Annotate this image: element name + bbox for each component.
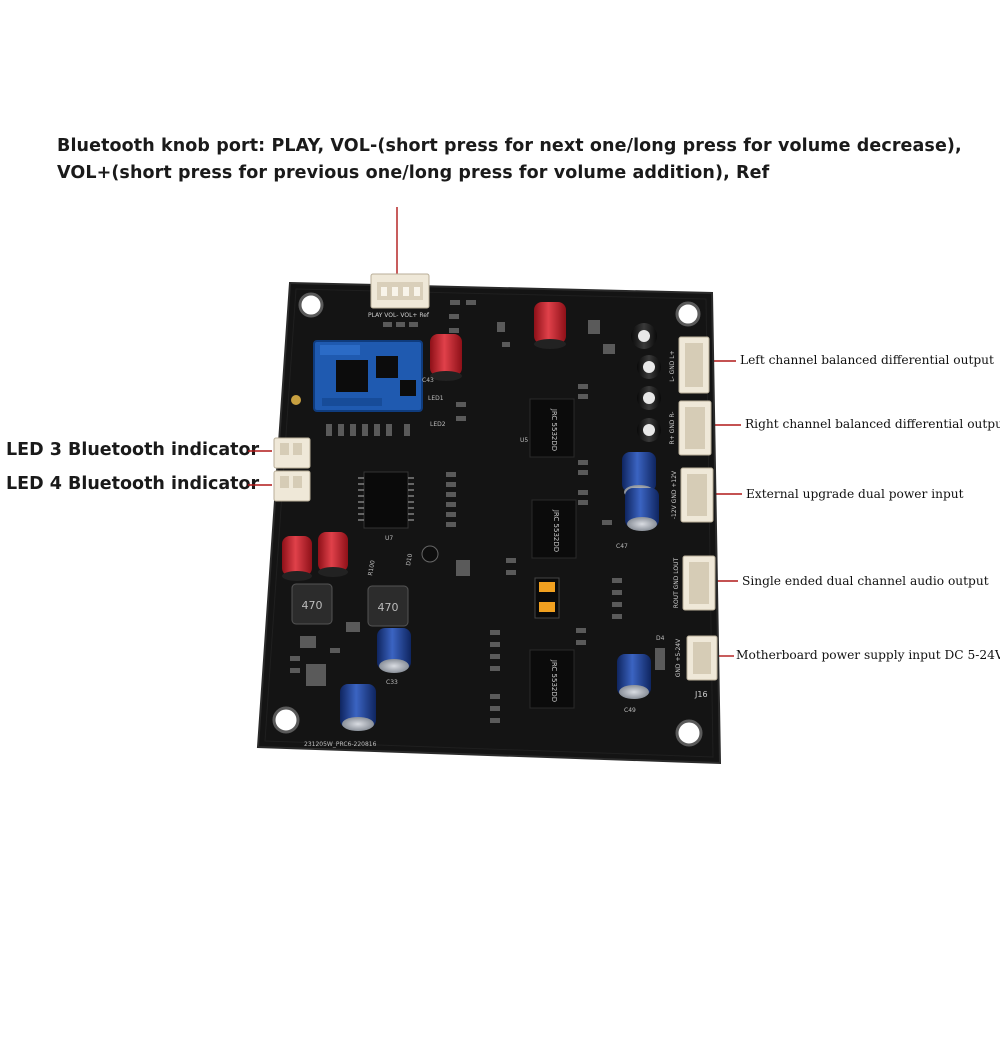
mounting-holes (272, 292, 703, 747)
silk-left-channel: L- GND L+ (669, 350, 676, 381)
right-connectors (678, 336, 718, 681)
inductor-label-2: 470 (378, 601, 399, 614)
silk-u5: U5 (520, 437, 528, 444)
led-connectors (273, 437, 311, 502)
blue-capacitors (340, 452, 659, 731)
silk-right-channel: R+ GND R- (669, 412, 676, 445)
silk-c47: C47 (616, 543, 628, 550)
silk-d4: D4 (656, 635, 665, 642)
silk-dc-input: GND +5-24V (675, 638, 682, 677)
silk-d10: D10 (405, 553, 414, 566)
antenna-point (291, 395, 301, 405)
single-ended-label: Single ended dual channel audio output (742, 574, 989, 588)
pcb-id-silk: 231205W_PRC6-220816 (304, 741, 377, 748)
knob-silk: PLAY VOL- VOL+ Ref (368, 312, 430, 319)
opamp-chips (529, 398, 577, 709)
opamp-label-2: JRC 5532DD (552, 509, 560, 552)
opamp-label-3: JRC 5532DD (550, 659, 558, 702)
led4-label: LED 4 Bluetooth indicator (6, 474, 260, 494)
red-capacitors (282, 302, 566, 581)
header-line-2: VOL+(short press for previous one/long p… (57, 163, 770, 183)
silk-led1: LED1 (428, 395, 444, 402)
silk-c33: C33 (386, 679, 398, 686)
smd-components (290, 300, 665, 723)
main-ic (358, 471, 414, 529)
header-line-1: Bluetooth knob port: PLAY, VOL-(short pr… (57, 136, 962, 156)
led3-label: LED 3 Bluetooth indicator (6, 440, 260, 460)
silk-led2: LED2 (430, 421, 446, 428)
silk-power-input: -12V GND +12V (671, 470, 678, 519)
inductors (291, 583, 409, 627)
left-channel-label: Left channel balanced differential outpu… (740, 353, 994, 367)
silk-u7: U7 (385, 535, 393, 542)
silk-single-ended: ROUT GND LOUT (673, 557, 680, 608)
inductor-label-1: 470 (302, 599, 323, 612)
right-channel-label: Right channel balanced differential outp… (745, 417, 1000, 431)
silk-c43: C43 (422, 377, 434, 384)
opamp-label-1: JRC 5532DD (550, 408, 558, 451)
j16-silk: J16 (694, 690, 708, 699)
dc-supply-label: Motherboard power supply input DC 5-24V (736, 648, 1000, 662)
power-input-label: External upgrade dual power input (746, 487, 964, 501)
silk-c49: C49 (624, 707, 636, 714)
black-capacitors (631, 323, 661, 442)
bluetooth-module (313, 340, 423, 412)
power-led (421, 545, 439, 563)
jumper-block (534, 577, 560, 619)
silk-r100: R100 (367, 560, 377, 577)
knob-connector (370, 273, 430, 309)
